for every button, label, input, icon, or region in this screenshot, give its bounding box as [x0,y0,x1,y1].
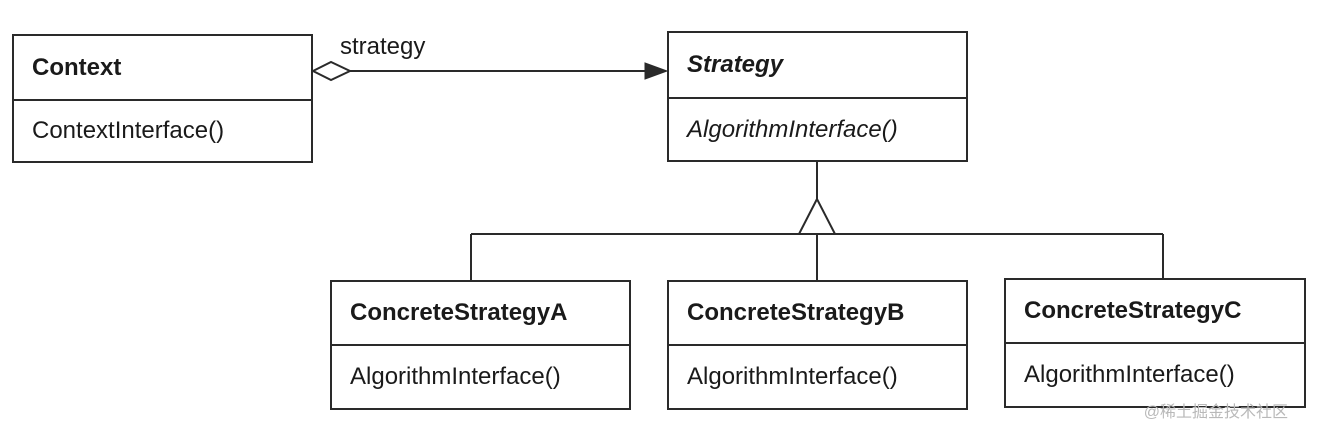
concrete-strategy-a-name: ConcreteStrategyA [332,282,629,346]
strategy-algorithm-operation: AlgorithmInterface() [687,115,898,143]
concrete-strategy-c-name: ConcreteStrategyC [1006,280,1304,344]
strategy-class-name: Strategy [669,33,966,99]
strategy-class-box: Strategy AlgorithmInterface() [667,31,968,162]
concrete-strategy-a-operation: AlgorithmInterface() [350,363,561,390]
inheritance-triangle-icon [797,196,837,235]
concrete-strategy-c-box: ConcreteStrategyC AlgorithmInterface() [1004,278,1306,408]
concrete-strategy-b-box: ConcreteStrategyB AlgorithmInterface() [667,280,968,410]
watermark-text: @稀土掘金技术社区 [1143,404,1288,421]
context-class-box: Context ContextInterface() [12,34,313,163]
association-role-label: strategy [340,33,426,60]
aggregation-diamond-icon [310,60,353,82]
concrete-strategy-c-operation: AlgorithmInterface() [1024,361,1235,388]
context-interface-operation: ContextInterface() [32,117,225,144]
concrete-strategy-b-operation: AlgorithmInterface() [687,363,898,390]
concrete-strategy-a-box: ConcreteStrategyA AlgorithmInterface() [330,280,631,410]
context-class-name: Context [14,36,311,101]
navigation-arrowhead-icon [644,62,669,80]
concrete-strategy-b-name: ConcreteStrategyB [669,282,966,346]
